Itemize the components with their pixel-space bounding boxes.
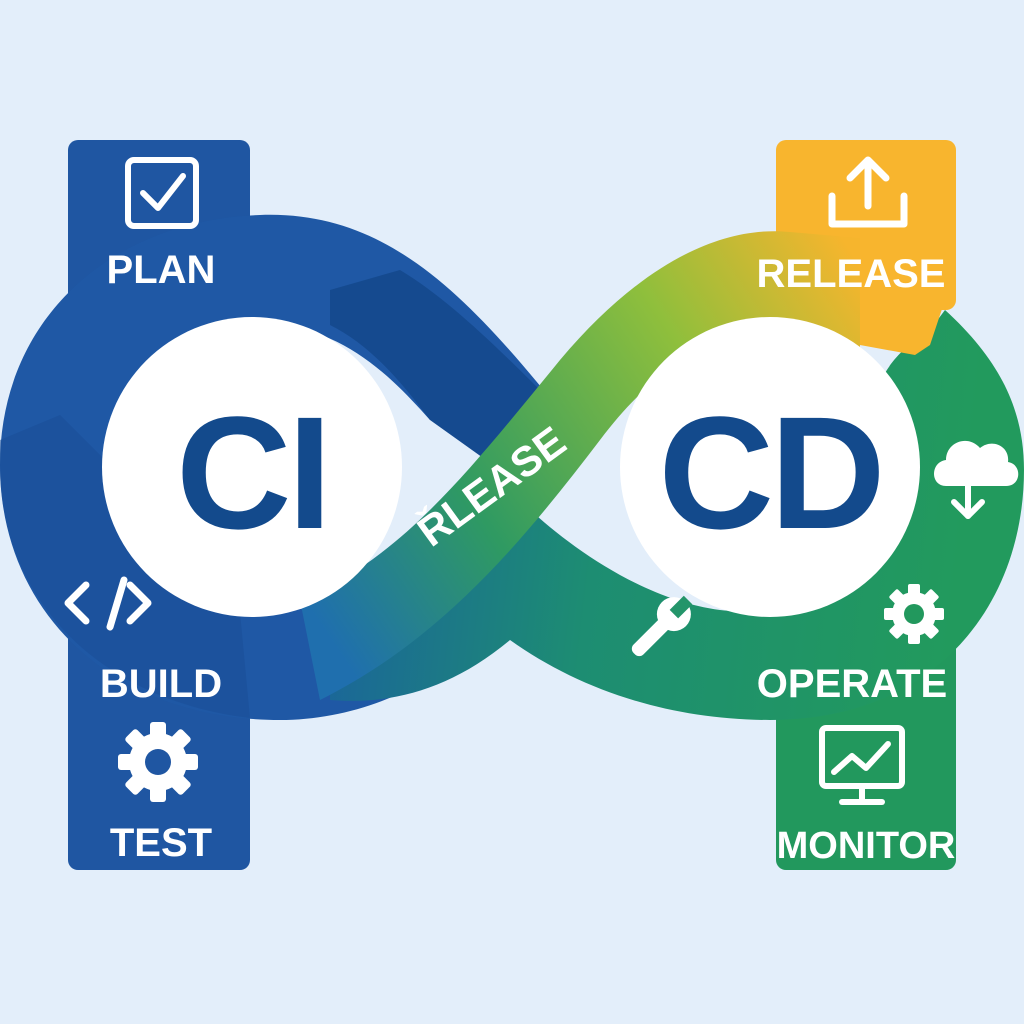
upload-icon [828, 156, 908, 228]
ci-label: CI [176, 383, 328, 562]
operate-gear-icon [884, 584, 944, 644]
build-label: BUILD [100, 662, 222, 706]
cd-center-circle [620, 317, 920, 617]
plan-label: PLAN [107, 248, 216, 292]
monitor-label: MONITOR [777, 825, 956, 867]
test-label: TEST [110, 821, 212, 865]
cd-loop [330, 310, 1024, 720]
cloud-download-icon [934, 440, 1019, 519]
wrench-icon [631, 595, 693, 657]
checkbox-icon [125, 157, 199, 229]
operate-label: OPERATE [757, 662, 947, 706]
release-label: RELEASE [757, 252, 946, 296]
release-notch [860, 300, 945, 355]
code-icon [64, 576, 152, 631]
ci-loop-shade [330, 270, 560, 470]
gear-icon [118, 722, 198, 802]
monitor-chart-icon [819, 725, 905, 805]
ci-loop-shade-2 [0, 415, 250, 718]
cd-label: CD [658, 383, 881, 562]
ci-center-circle [102, 317, 402, 617]
release-band [300, 231, 860, 700]
